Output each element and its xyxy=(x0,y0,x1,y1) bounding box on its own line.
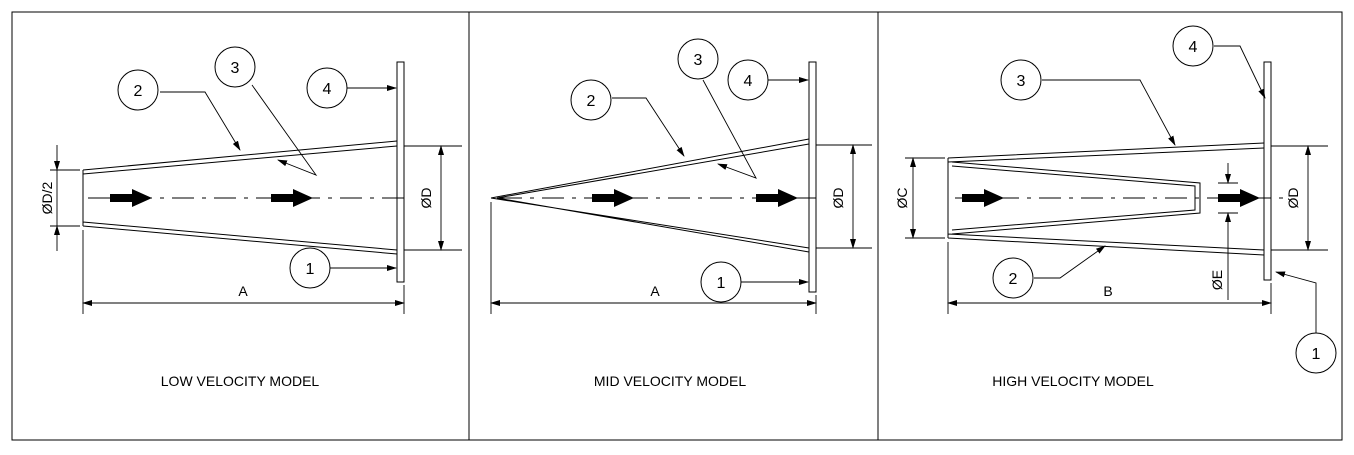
mid-balloon-4-label: 4 xyxy=(744,73,753,90)
mid-cone-body xyxy=(490,138,810,253)
high-balloon-3-label: 3 xyxy=(1017,73,1026,90)
low-leader-3 xyxy=(251,84,318,176)
panel-mid-velocity: ØD A 2 3 4 1 MID VELOCITY MODEL xyxy=(490,38,872,389)
mid-flange xyxy=(808,61,817,293)
mid-balloon-1 xyxy=(700,261,742,303)
low-outlet-dim-label: ØD xyxy=(418,188,434,209)
flow-arrow-icon xyxy=(110,189,152,207)
mid-outlet-dim-label: ØD xyxy=(830,188,846,209)
high-leader-2 xyxy=(1034,245,1106,279)
high-inner-dim-label: ØE xyxy=(1209,270,1225,290)
low-balloon-2 xyxy=(117,69,159,111)
flow-arrow-icon xyxy=(756,189,798,207)
mid-balloon-2-label: 2 xyxy=(587,93,596,110)
high-outlet-dim-label: ØD xyxy=(1285,188,1301,209)
flow-arrow-icon xyxy=(592,189,634,207)
low-balloon-4-label: 4 xyxy=(323,81,332,98)
low-balloon-4 xyxy=(306,67,348,109)
low-balloon-1 xyxy=(289,247,331,289)
low-flange xyxy=(396,61,405,283)
mid-length-dim-label: A xyxy=(650,283,660,299)
low-balloon-2-label: 2 xyxy=(134,83,143,100)
low-cone-body xyxy=(82,140,398,255)
low-balloon-1-label: 1 xyxy=(306,261,315,278)
panel-high-velocity: ØC ØE ØD B 3 4 2 1 HIGH VELOCITY MODEL xyxy=(894,25,1337,389)
flow-arrow-icon xyxy=(271,189,313,207)
drawing-frame xyxy=(11,11,1343,441)
high-balloon-1 xyxy=(1295,332,1337,374)
high-leader-1 xyxy=(1275,271,1317,333)
high-balloon-1-label: 1 xyxy=(1312,346,1321,363)
high-balloon-4 xyxy=(1172,25,1214,67)
high-balloon-2-label: 2 xyxy=(1009,271,1018,288)
mid-balloon-3 xyxy=(677,38,719,80)
mid-balloon-4 xyxy=(727,59,769,101)
mid-leader-2 xyxy=(612,97,685,157)
high-balloon-4-label: 4 xyxy=(1189,39,1198,56)
low-caption: LOW VELOCITY MODEL xyxy=(161,373,320,389)
high-inlet-dim-label: ØC xyxy=(894,188,910,209)
low-balloon-3-label: 3 xyxy=(231,60,240,77)
flow-arrow-icon xyxy=(1218,189,1260,207)
high-leader-3 xyxy=(1042,79,1176,146)
low-leader-2 xyxy=(160,91,241,151)
high-length-dim-label: B xyxy=(1103,283,1112,299)
high-balloon-3 xyxy=(1000,59,1042,101)
low-balloon-3 xyxy=(214,46,256,88)
panel-low-velocity: ØD/2 ØD A 2 3 4 1 LOW VELOCITY MODEL xyxy=(39,46,462,389)
flow-arrow-icon xyxy=(962,189,1004,207)
mid-balloon-1-label: 1 xyxy=(717,275,726,292)
mid-balloon-2 xyxy=(570,79,612,121)
high-caption: HIGH VELOCITY MODEL xyxy=(992,373,1154,389)
mid-caption: MID VELOCITY MODEL xyxy=(594,373,746,389)
high-balloon-2 xyxy=(992,257,1034,299)
mid-leader-3 xyxy=(702,79,757,179)
high-leader-4 xyxy=(1214,45,1266,99)
mid-balloon-3-label: 3 xyxy=(694,52,703,69)
low-inlet-dim-label: ØD/2 xyxy=(39,181,55,214)
high-outer-shell xyxy=(947,142,1265,256)
low-length-dim-label: A xyxy=(238,283,248,299)
high-flange xyxy=(1263,61,1272,281)
